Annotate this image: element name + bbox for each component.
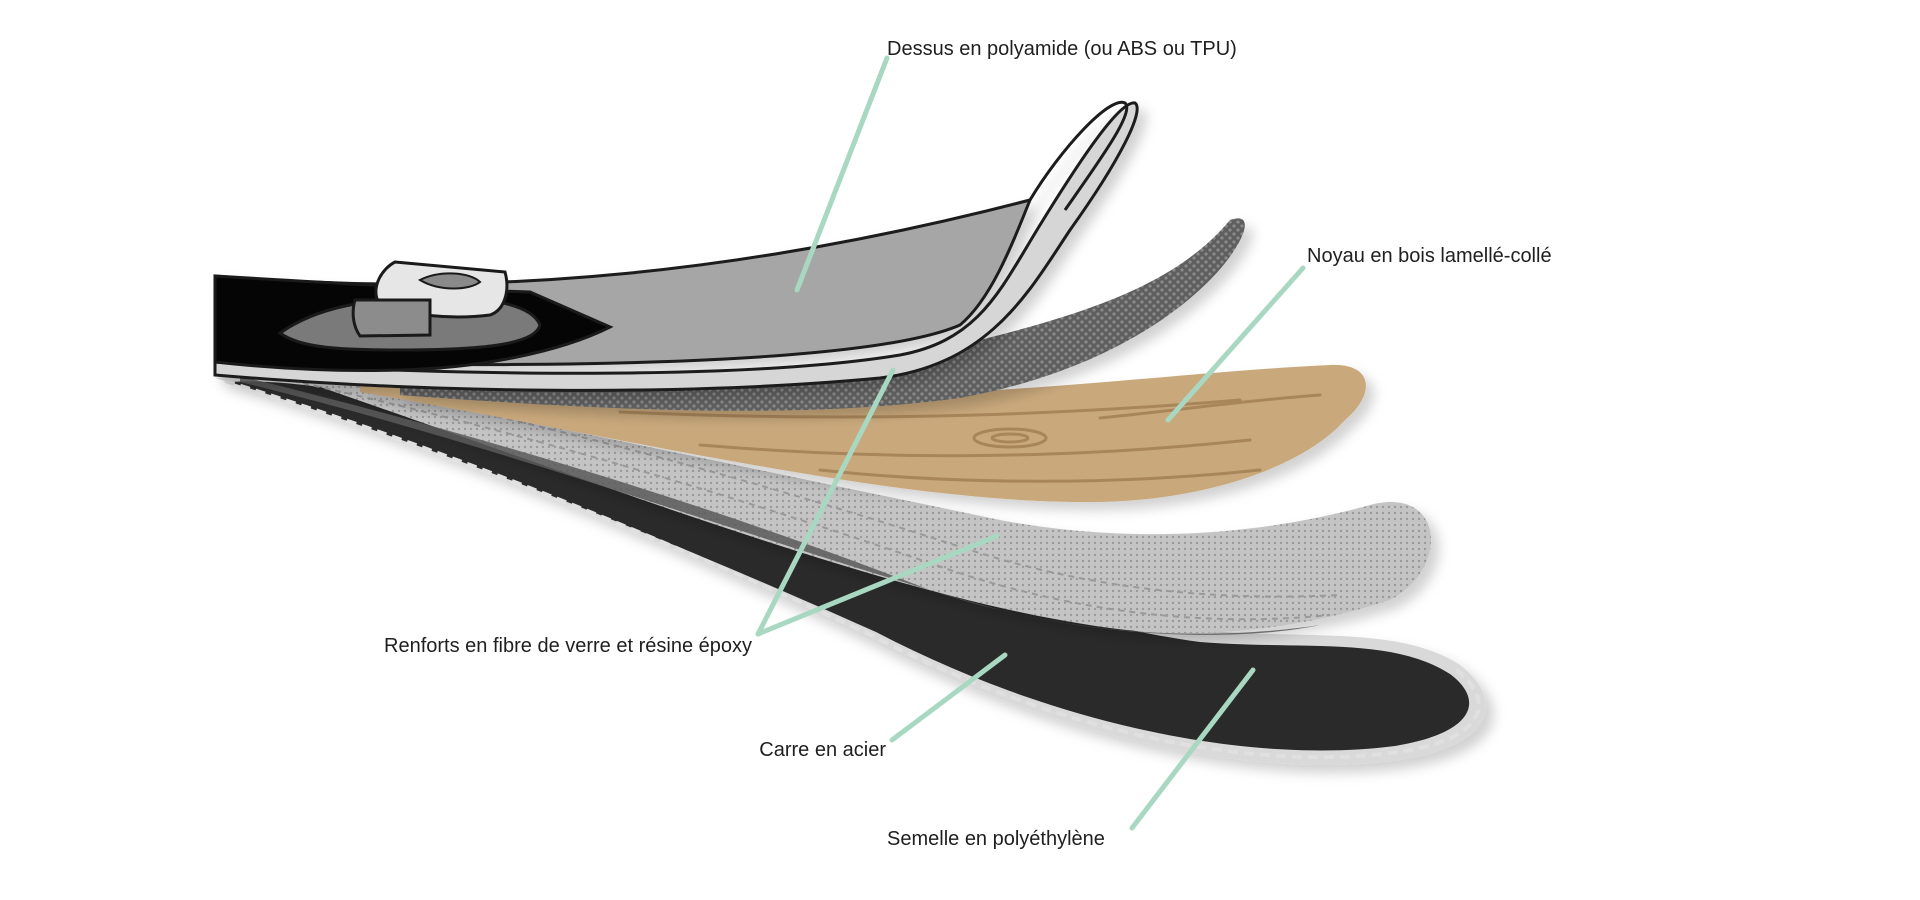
label-wood-core: Noyau en bois lamellé-collé (1307, 245, 1552, 267)
ski-tail-binding (213, 260, 614, 373)
wood-grain (618, 393, 1322, 483)
leader-reinforcement-upper (755, 367, 896, 637)
label-steel-edge: Carre en acier (759, 739, 886, 761)
leader-base (1129, 667, 1256, 831)
leader-core (1165, 265, 1306, 423)
leader-reinforcement-lower (755, 533, 1000, 637)
label-reinforcement: Renforts en fibre de verre et résine épo… (384, 635, 752, 657)
leader-lines (755, 55, 1306, 831)
label-base: Semelle en polyéthylène (887, 828, 1105, 850)
leader-edge (889, 652, 1008, 743)
label-top-sheet: Dessus en polyamide (ou ABS ou TPU) (887, 38, 1237, 60)
layer-labels: Dessus en polyamide (ou ABS ou TPU) Noya… (384, 38, 1552, 850)
fiberglass-band (240, 369, 1341, 635)
binding-heel-detail (417, 272, 482, 290)
steel-edge-dashes (224, 379, 1481, 760)
lower-reinforcement-layer (300, 375, 1432, 633)
binding-toe (351, 298, 432, 338)
tip-loop (1028, 100, 1129, 211)
top-sheet-edge (213, 101, 1139, 392)
leader-top (794, 55, 890, 293)
upper-reinforcement-layer (400, 218, 1245, 411)
